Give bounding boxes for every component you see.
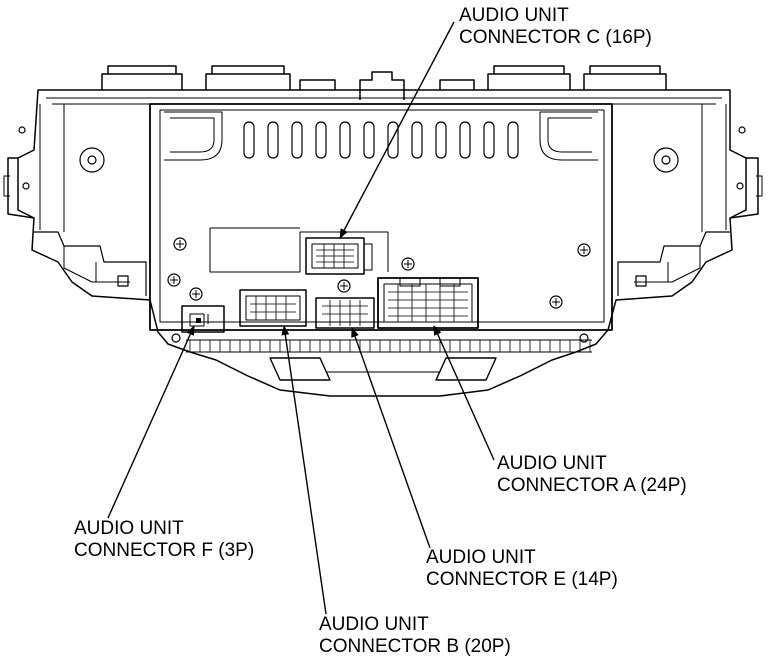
- callout-connector-b-line1: AUDIO UNIT: [319, 614, 429, 635]
- connector-b-shape: [239, 289, 307, 327]
- bottom-center-bracket: [269, 357, 497, 381]
- leader-connector-c: [339, 21, 455, 239]
- left-bracket: [3, 104, 147, 296]
- callout-connector-e: AUDIO UNIT CONNECTOR E (14P): [426, 547, 618, 591]
- inner-chassis: [149, 103, 613, 331]
- right-bracket: [617, 104, 763, 296]
- connector-e-shape: [315, 297, 375, 329]
- side-screws: [18, 126, 746, 287]
- vent-slots: [243, 121, 519, 159]
- connector-a-shape: [377, 277, 479, 329]
- callout-connector-f-line2: CONNECTOR F (3P): [74, 540, 255, 561]
- connector-c-shape: [305, 237, 373, 275]
- top-mounting-tabs: [101, 65, 667, 100]
- callout-connector-b: AUDIO UNIT CONNECTOR B (20P): [319, 614, 511, 658]
- leader-connector-e: [351, 327, 431, 549]
- callout-connector-a-line2: CONNECTOR A (24P): [497, 475, 687, 496]
- chassis-screws: [167, 237, 591, 343]
- callout-connector-c-line1: AUDIO UNIT: [459, 5, 569, 26]
- leader-connector-a: [433, 325, 495, 461]
- connector-f-shape: [181, 305, 225, 333]
- callout-connector-a-line1: AUDIO UNIT: [497, 453, 607, 474]
- outer-housing: [17, 89, 747, 397]
- callout-connector-e-line1: AUDIO UNIT: [426, 547, 536, 568]
- callout-connector-c: AUDIO UNIT CONNECTOR C (16P): [459, 5, 652, 49]
- leader-lines: [107, 21, 495, 615]
- callout-connector-f-line1: AUDIO UNIT: [74, 518, 184, 539]
- bottom-ridges: [186, 339, 592, 353]
- leader-connector-f: [107, 325, 195, 519]
- callout-connector-a: AUDIO UNIT CONNECTOR A (24P): [497, 453, 687, 497]
- callout-connector-f: AUDIO UNIT CONNECTOR F (3P): [74, 518, 254, 562]
- callout-connector-e-line2: CONNECTOR E (14P): [426, 569, 618, 590]
- callout-connector-b-line2: CONNECTOR B (20P): [319, 636, 511, 657]
- callout-connector-c-line2: CONNECTOR C (16P): [459, 27, 652, 48]
- leader-connector-b: [281, 325, 327, 615]
